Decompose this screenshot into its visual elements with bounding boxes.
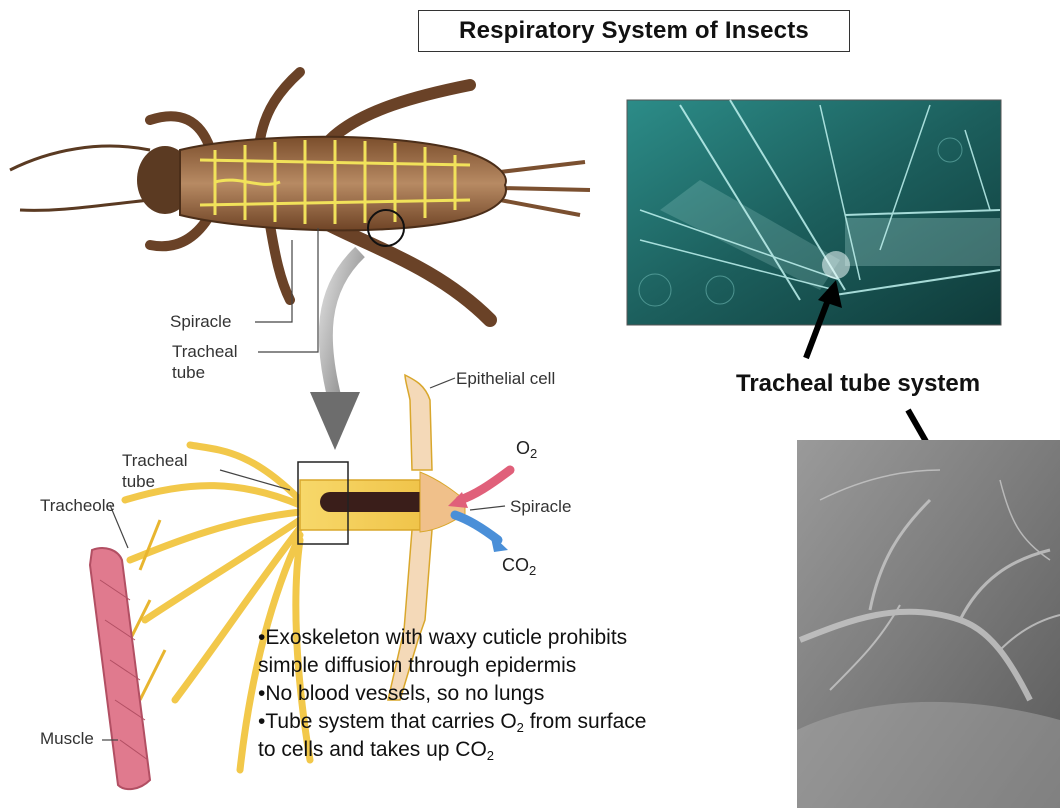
bullet-list: •Exoskeleton with waxy cuticle prohibits… [258,624,778,764]
bullet-2: •No blood vessels, so no lungs [258,680,778,708]
micrograph-photo [627,100,1001,325]
title-box: Respiratory System of Insects [418,10,850,52]
label-o2: O2 [516,438,537,459]
label-spiracle: Spiracle [170,311,231,332]
bullet-1-line-2: simple diffusion through epidermis [258,652,778,680]
label-tracheal-tube-detail: Tracheal [122,450,188,471]
bullet-3-line-1: •Tube system that carries O2 from surfac… [258,708,778,736]
insect-illustration [10,72,590,320]
label-tracheal-tube: Tracheal [172,341,238,362]
label-co2: CO2 [502,555,536,576]
label-spiracle-detail: Spiracle [510,496,571,517]
sem-photo [797,440,1060,808]
label-tracheole: Tracheole [40,495,115,516]
label-epithelial-cell: Epithelial cell [456,368,555,389]
label-muscle: Muscle [40,728,94,749]
bullet-1-line-1: •Exoskeleton with waxy cuticle prohibits [258,624,778,652]
page-title: Respiratory System of Insects [459,17,809,45]
bullet-3-line-2: to cells and takes up CO2 [258,736,778,764]
label-tracheal-tube-detail-2: tube [122,471,155,492]
label-tracheal-tube-2: tube [172,362,205,383]
caption-tracheal-tube-system: Tracheal tube system [736,370,980,398]
